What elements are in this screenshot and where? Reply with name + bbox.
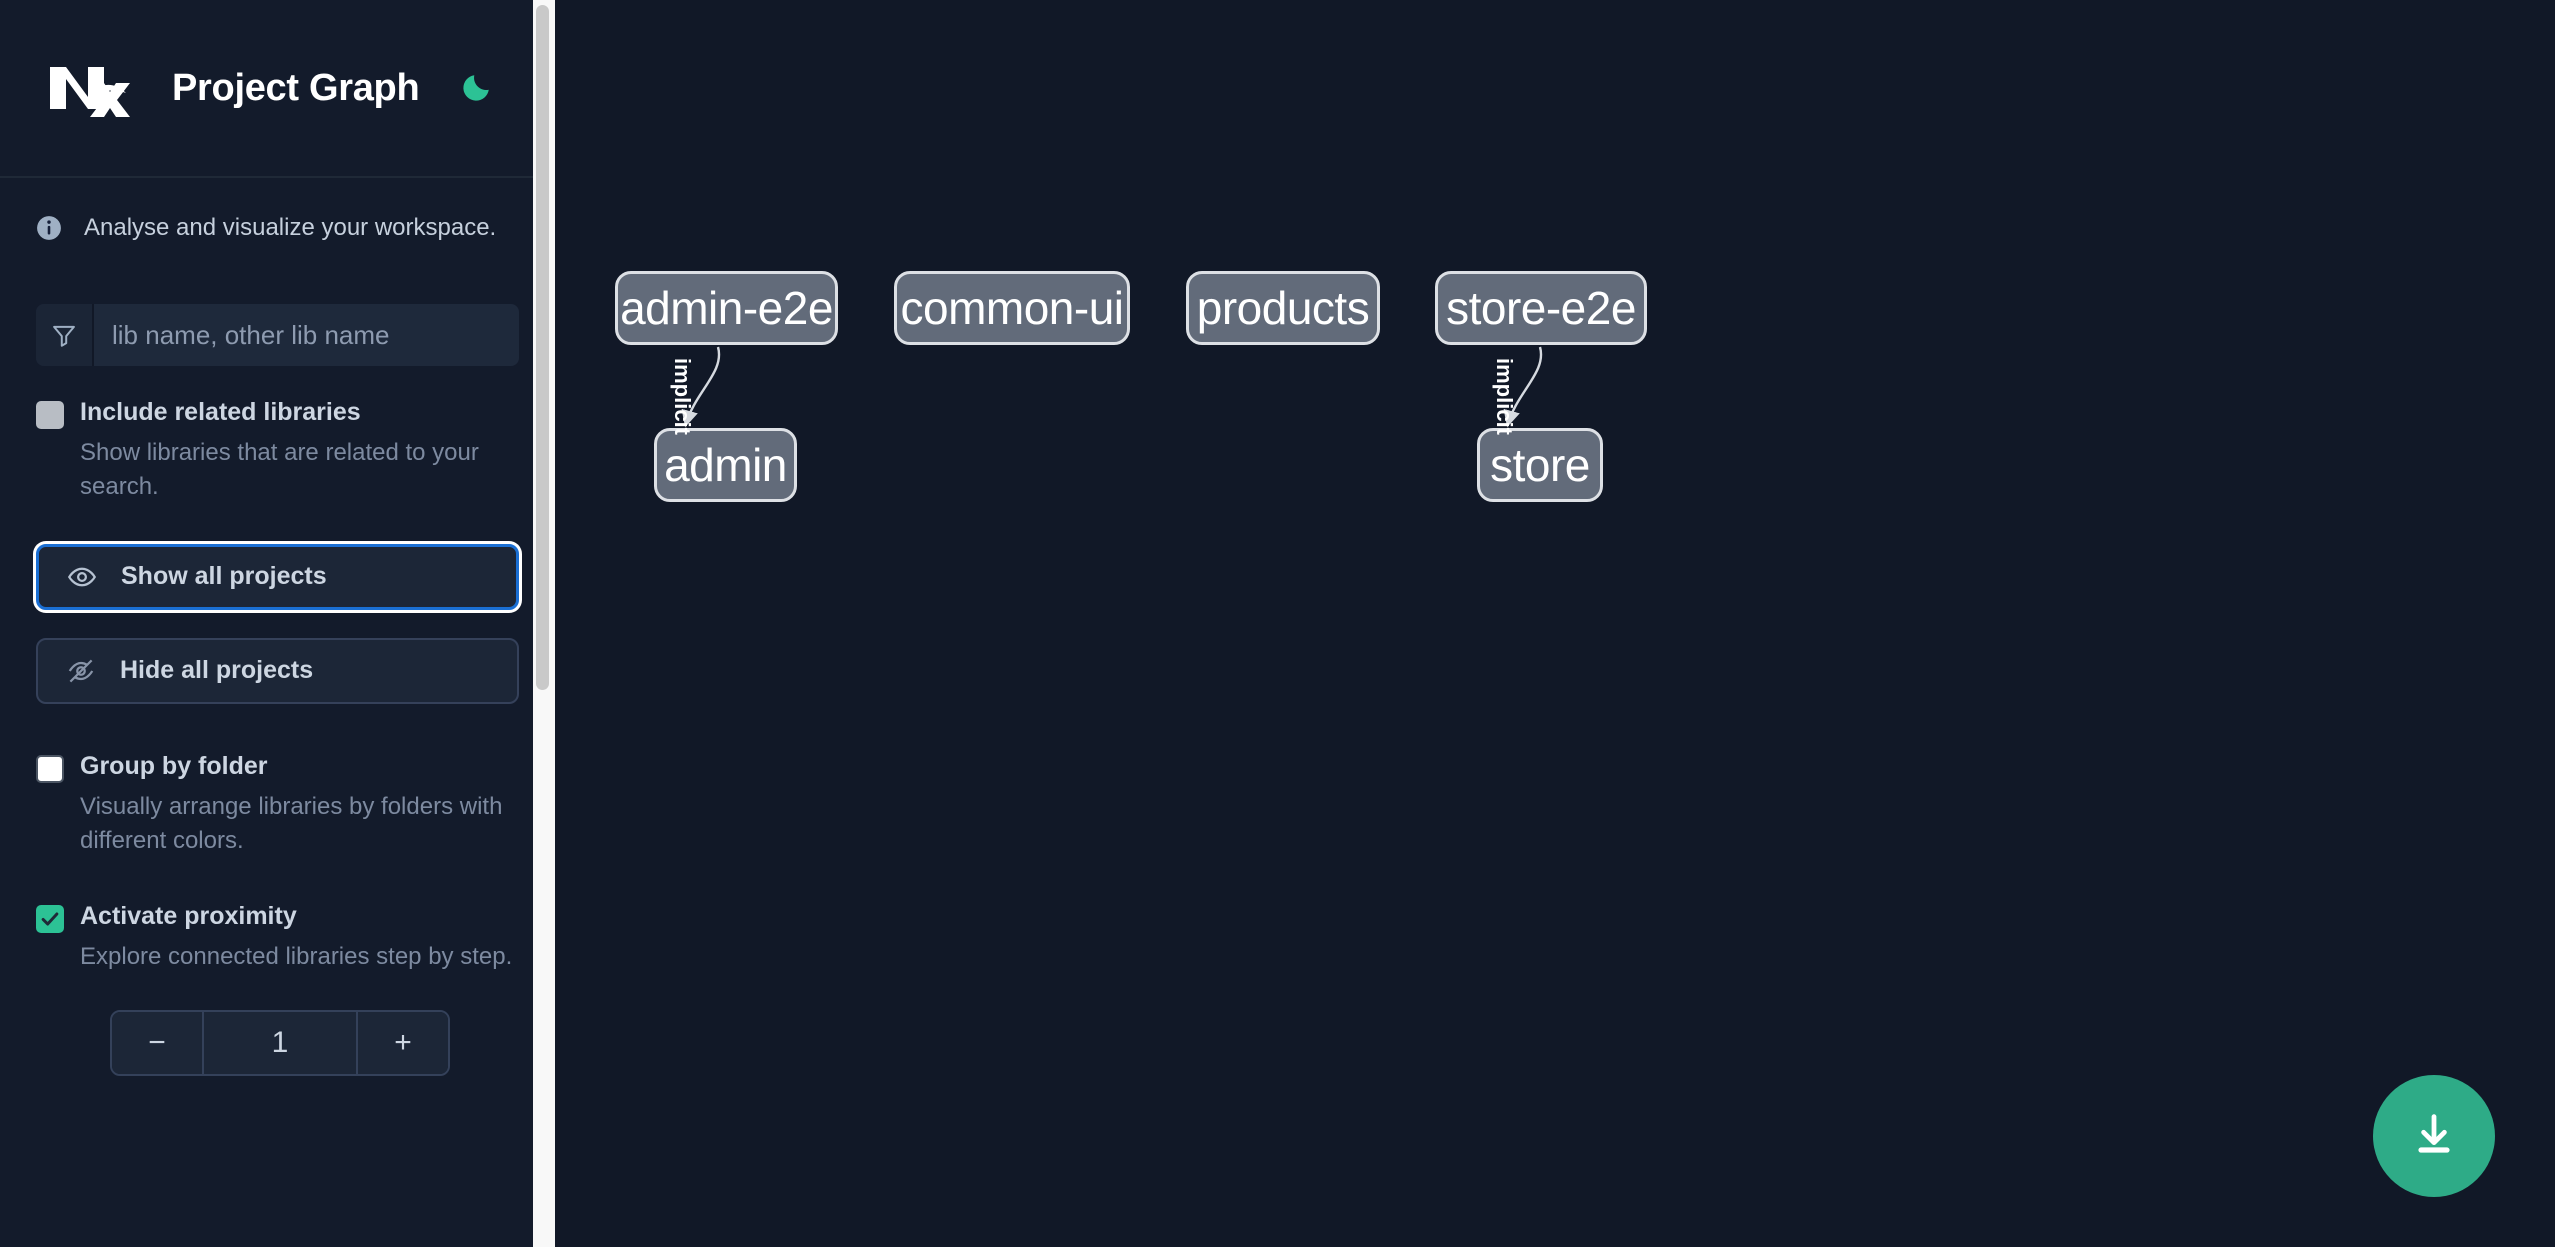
nx-logo-icon [36, 53, 136, 123]
workspace-info-text: Analyse and visualize your workspace. [84, 214, 497, 241]
graph-node-label: admin [664, 439, 787, 491]
sidebar-scrollbar[interactable] [533, 0, 555, 1247]
edge-label-store-e2e-to-store: implicit [1492, 358, 1517, 436]
proximity-stepper[interactable]: − 1 + [110, 1009, 450, 1076]
graph-node-label: store-e2e [1446, 282, 1636, 334]
filter-search-box[interactable] [36, 304, 519, 366]
eye-icon [65, 560, 99, 594]
checkbox-group-by-folder[interactable] [36, 754, 64, 783]
graph-node-label: store [1490, 439, 1590, 491]
checkbox-include-related-libraries[interactable] [36, 401, 64, 429]
option-description: Visually arrange libraries by folders wi… [80, 792, 503, 854]
graph-node-products[interactable]: products [1186, 271, 1380, 345]
proximity-decrement-button[interactable]: − [112, 1011, 204, 1074]
download-icon [2408, 1108, 2460, 1165]
graph-node-store[interactable]: store [1477, 428, 1603, 502]
option-label: Include related libraries [80, 398, 361, 426]
graph-node-label: products [1196, 282, 1370, 334]
checkbox-activate-proximity[interactable] [36, 904, 64, 933]
page-title: Project Graph [172, 66, 420, 109]
sidebar-header: Project Graph [0, 0, 555, 178]
proximity-value: 1 [204, 1011, 356, 1074]
graph-node-common-ui[interactable]: common-ui [894, 271, 1130, 345]
funnel-icon [36, 304, 94, 366]
show-all-projects-button[interactable]: Show all projects [36, 543, 519, 610]
scrollbar-thumb[interactable] [536, 5, 549, 690]
option-include-related-libraries[interactable]: Include related libraries Show libraries… [0, 396, 555, 504]
option-group-by-folder[interactable]: Group by folder Visually arrange librari… [0, 750, 555, 858]
graph-node-label: common-ui [900, 282, 1124, 334]
download-button[interactable] [2373, 1075, 2495, 1197]
option-description: Show libraries that are related to your … [80, 438, 479, 500]
sidebar: Project Graph Analyse and visualize your… [0, 0, 555, 1247]
hide-all-projects-label: Hide all projects [120, 656, 314, 685]
graph-node-admin-e2e[interactable]: admin-e2e [615, 271, 838, 345]
option-label: Group by folder [80, 751, 268, 780]
edge-label-admin-e2e-to-admin: implicit [670, 358, 695, 436]
hide-all-projects-button[interactable]: Hide all projects [36, 637, 519, 704]
proximity-increment-button[interactable]: + [356, 1011, 448, 1074]
moon-icon[interactable] [455, 67, 497, 109]
graph-node-store-e2e[interactable]: store-e2e [1435, 271, 1647, 345]
option-description: Explore connected libraries step by step… [80, 942, 513, 970]
graph-node-admin[interactable]: admin [654, 428, 797, 502]
show-all-projects-label: Show all projects [121, 562, 327, 591]
option-label: Activate proximity [80, 901, 297, 930]
option-activate-proximity[interactable]: Activate proximity Explore connected lib… [0, 900, 555, 974]
graph-canvas[interactable]: admin-e2e common-ui products store-e2e a… [555, 0, 2555, 1247]
graph-edges [681, 346, 1543, 428]
workspace-info: Analyse and visualize your workspace. [0, 178, 555, 242]
graph-node-label: admin-e2e [620, 282, 833, 334]
search-input[interactable] [94, 304, 519, 366]
eye-off-icon [64, 654, 98, 688]
info-icon [36, 215, 62, 241]
